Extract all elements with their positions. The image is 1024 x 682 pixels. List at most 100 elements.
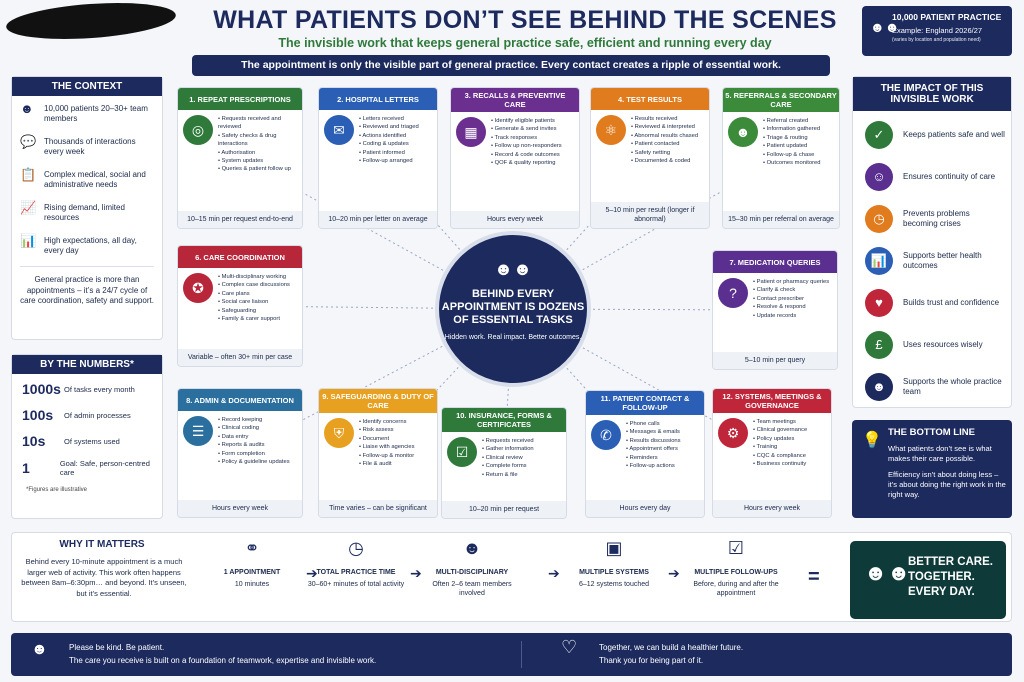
bottom-line-p2: Efficiency isn’t about doing less – it’s…	[888, 470, 1006, 499]
task-list-item: Liaise with agencies	[359, 443, 415, 451]
task-list-item: Clinical coding	[218, 424, 290, 432]
task-card-8: 8. ADMIN & DOCUMENTATION☰Record keepingC…	[177, 388, 303, 518]
context-item: 📈 Rising demand, limited resources	[20, 200, 156, 223]
task-list-item: Clarify & check	[753, 286, 829, 294]
task-card-title: 2. HOSPITAL LETTERS	[319, 88, 437, 110]
impact-item-text: Keeps patients safe and well	[903, 130, 1005, 139]
footer-left: Please be kind. Be patient. The care you…	[69, 641, 376, 667]
page-title: WHAT PATIENTS DON’T SEE BEHIND THE SCENE…	[213, 6, 837, 34]
impact-heading: THE IMPACT OF THIS INVISIBLE WORK	[853, 77, 1011, 111]
task-list-item: Follow-up & monitor	[359, 452, 415, 460]
impact-item-text: Uses resources wisely	[903, 340, 983, 349]
person-icon: ☺	[865, 163, 893, 191]
task-list-item: Follow up non-responders	[491, 142, 562, 150]
task-card-footer: Hours every day	[586, 500, 704, 517]
task-card-footer: Hours every week	[451, 211, 579, 228]
task-list-item: Appointment offers	[626, 445, 681, 453]
heart-icon: ♡	[561, 637, 578, 657]
practice-title: 10,000 PATIENT PRACTICE	[892, 12, 1002, 22]
footer-left-line1: Please be kind. Be patient.	[69, 643, 165, 652]
context-item-text: Complex medical, social and administrati…	[44, 170, 146, 189]
task-list-item: System updates	[218, 157, 298, 165]
connector-line	[377, 157, 514, 310]
arrow-right-icon: ➔	[668, 565, 680, 581]
context-item-text: Thousands of interactions every week	[44, 137, 136, 156]
task-list: Identify eligible patientsGenerate & sen…	[491, 117, 562, 167]
task-card-footer: 10–15 min per request end-to-end	[178, 211, 302, 228]
task-list-item: Business continuity	[753, 460, 807, 468]
clipboard-icon: 📋	[20, 167, 37, 182]
task-card-body: ✆Phone callsMessages & emailsResults dis…	[586, 415, 704, 470]
why-step-title: MULTIPLE SYSTEMS	[579, 569, 649, 576]
pound-icon: £	[865, 331, 893, 359]
task-list-item: Record & code outcomes	[491, 151, 562, 159]
equals-sign: =	[808, 566, 820, 588]
task-list-item: Queries & patient follow up	[218, 165, 298, 173]
footer-right: Together, we can build a healthier futur…	[599, 641, 743, 667]
context-item-text: Rising demand, limited resources	[44, 203, 125, 222]
footer-left-line2: The care you receive is built on a found…	[69, 656, 377, 665]
why-heading: WHY IT MATTERS	[59, 539, 145, 550]
task-card-title: 8. ADMIN & DOCUMENTATION	[178, 389, 302, 411]
task-card-body: ✪Multi-disciplinary workingComplex case …	[178, 268, 302, 323]
task-card-title: 4. TEST RESULTS	[591, 88, 709, 110]
footer-right-line1: Together, we can build a healthier futur…	[599, 643, 744, 652]
task-card-footer: 10–20 min per request	[442, 501, 566, 518]
impact-item: 📊Supports better health outcomes	[865, 245, 1005, 277]
number-text: Of tasks every month	[64, 384, 135, 394]
task-card-footer: Hours every week	[178, 500, 302, 517]
task-card-footer: 15–30 min per referral on average	[723, 211, 839, 228]
task-card-3: 3. RECALLS & PREVENTIVE CARE▦Identify el…	[450, 87, 580, 229]
impact-item-text: Prevents problems becoming crises	[903, 209, 970, 228]
task-list: Referral createdInformation gatheredTria…	[763, 117, 821, 167]
rising-chart-icon: 📈	[20, 200, 37, 215]
flask-icon: ⚛	[596, 115, 626, 145]
task-card-title: 12. SYSTEMS, MEETINGS & GOVERNANCE	[713, 389, 831, 413]
footer-divider	[521, 641, 522, 668]
context-item: 📋 Complex medical, social and administrat…	[20, 167, 156, 190]
task-card-10: 10. INSURANCE, FORMS & CERTIFICATES☑Requ…	[441, 407, 567, 519]
task-list-item: Patient informed	[359, 149, 419, 157]
why-body: Behind every 10-minute appointment is a …	[21, 557, 187, 598]
task-list-item: Safety checks & drug interactions	[218, 132, 298, 149]
task-list-item: Track responses	[491, 134, 562, 142]
numbers-heading: BY THE NUMBERS*	[12, 355, 162, 374]
shield-icon: ⛨	[324, 418, 354, 448]
task-list-item: Training	[753, 443, 807, 451]
people-icon: ☻☻	[870, 19, 900, 35]
hub-title: BEHIND EVERY APPOINTMENT IS DOZENS OF ES…	[441, 288, 585, 326]
task-list-item: Gather information	[482, 445, 534, 453]
task-card-title: 7. MEDICATION QUERIES	[713, 251, 837, 273]
task-list: Identify concernsRisk assessDocumentLiai…	[359, 418, 415, 468]
task-list-item: Policy updates	[753, 435, 807, 443]
task-card-footer: 10–20 min per letter on average	[319, 211, 437, 228]
task-card-body: ✉Letters receivedReviewed and triagedAct…	[319, 110, 437, 165]
arrow-right-icon: ➔	[548, 565, 560, 581]
arrow-right-icon: ➔	[306, 565, 318, 581]
task-list-item: Referral created	[763, 117, 820, 125]
bottom-line-p1: What patients don’t see is what makes th…	[888, 444, 992, 463]
why-step-title: 1 APPOINTMENT	[223, 569, 281, 576]
task-list-item: Update records	[753, 312, 829, 320]
impact-item-text: Ensures continuity of care	[903, 172, 996, 181]
bar-chart-icon: 📊	[865, 247, 893, 275]
task-card-4: 4. TEST RESULTS⚛Results receivedReviewed…	[590, 87, 710, 229]
task-card-title: 5. REFERRALS & SECONDARY CARE	[723, 88, 839, 112]
team-icon: ☻	[728, 117, 758, 147]
task-list-item: Clinical review	[482, 454, 534, 462]
clock-icon: ◷	[865, 205, 893, 233]
task-card-body: ▦Identify eligible patientsGenerate & se…	[451, 112, 579, 167]
impact-item: ✓ Keeps patients safe and well	[865, 119, 1005, 151]
why-step-text: 10 minutes	[234, 581, 270, 588]
task-card-footer: 5–10 min per query	[713, 352, 837, 369]
gear-icon: ⚙	[718, 418, 748, 448]
page-subtitle: The invisible work that keeps general pr…	[278, 36, 772, 50]
task-card-12: 12. SYSTEMS, MEETINGS & GOVERNANCE⚙Team …	[712, 388, 832, 518]
stethoscope-icon: ⚭	[244, 538, 260, 558]
task-card-title: 6. CARE COORDINATION	[178, 246, 302, 268]
shield-check-icon: ✓	[865, 121, 893, 149]
